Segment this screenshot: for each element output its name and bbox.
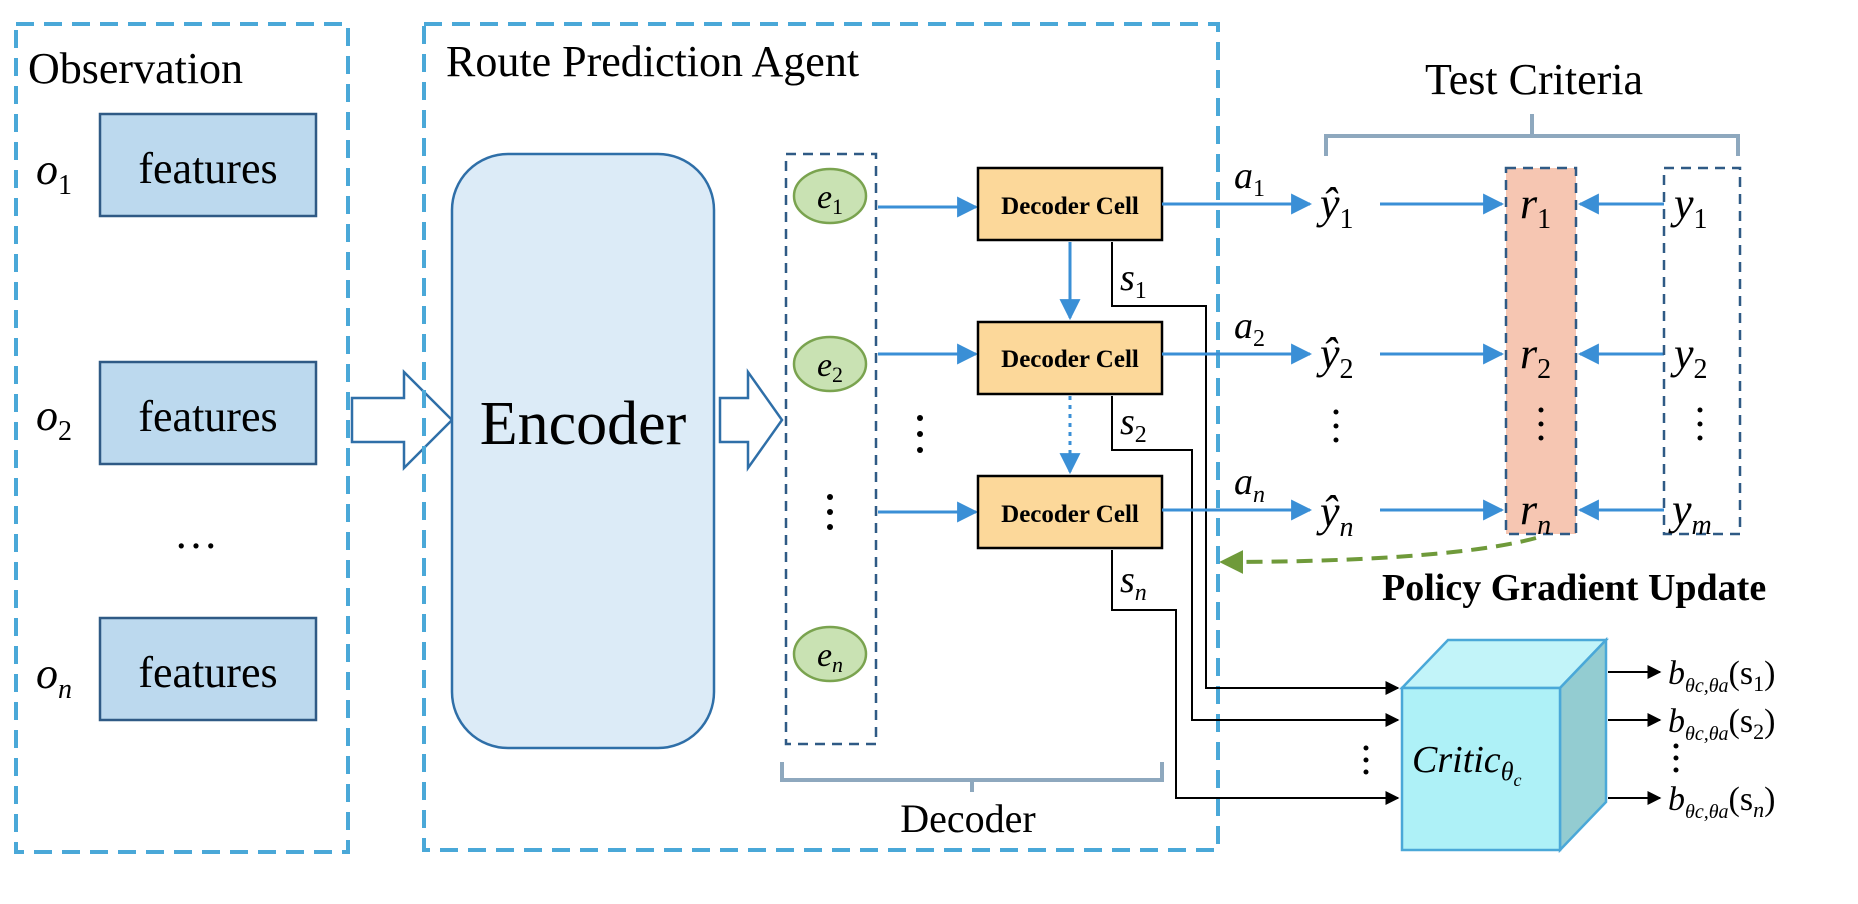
decoder-cell-label-2: Decoder Cell (1001, 346, 1139, 373)
state-line-2 (1111, 396, 1400, 727)
feature-box-1 (98, 112, 318, 218)
state-label-n: sn (1120, 559, 1147, 606)
feature-box-n (98, 616, 318, 722)
embedding-label-1: e1 (817, 179, 843, 219)
observation-symbol-n: on (36, 649, 72, 705)
state-label-2: s2 (1120, 401, 1147, 448)
agent-title: Route Prediction Agent (446, 37, 859, 86)
decoder-cell-1 (976, 166, 1164, 242)
observation-symbol-1: o1 (36, 145, 72, 201)
embedding-label-2: e2 (817, 347, 843, 387)
test-criteria-bracket (1324, 114, 1740, 156)
label-y-1: y1 (1670, 179, 1708, 235)
decoder-cell-label-n: Decoder Cell (1001, 501, 1139, 528)
label-y-m: ym (1668, 485, 1712, 541)
state-line-n (1111, 550, 1400, 805)
embedding-vertical-dots (827, 494, 833, 530)
reward-label-2: r2 (1520, 329, 1551, 385)
state-label-1: s1 (1120, 257, 1147, 304)
observation-symbol-2: o2 (36, 391, 72, 447)
decoder-cell-2 (976, 320, 1164, 396)
feature-box-2 (98, 360, 318, 466)
prediction-vertical-dots (1333, 409, 1339, 443)
critic-input-dots (1363, 745, 1369, 775)
prediction-label-1: ŷ1 (1316, 179, 1354, 235)
observation-ellipsis: … (174, 509, 218, 558)
critic-label: Criticθc (1412, 739, 1521, 790)
agent-panel (422, 22, 1220, 852)
observation-title: Observation (28, 44, 243, 93)
embedding-node-2 (792, 335, 868, 393)
label-y-2: y2 (1670, 329, 1708, 385)
cells-vertical-dots (917, 415, 923, 453)
reward-label-n: rn (1520, 485, 1551, 541)
obs-to-encoder-arrow (350, 368, 454, 472)
critic-output-2: bθc,θa(s2) (1668, 703, 1775, 745)
policy-gradient-label: Policy Gradient Update (1382, 567, 1766, 609)
critic-output-1: bθc,θa(s1) (1668, 655, 1775, 697)
observation-panel (14, 22, 350, 854)
embedding-node-1 (792, 167, 868, 225)
labels-vertical-dots (1697, 407, 1703, 441)
feature-label-1: features (138, 144, 277, 193)
critic-output-dots (1673, 743, 1679, 773)
encoder-box (450, 152, 716, 750)
state-line-1 (1111, 242, 1400, 695)
encoder-label: Encoder (480, 390, 687, 458)
embedding-node-n (792, 625, 868, 683)
test-criteria-title: Test Criteria (1425, 55, 1643, 104)
encoder-to-embeddings-arrow (718, 368, 784, 472)
prediction-label-2: ŷ2 (1316, 329, 1354, 385)
decoder-cell-label-1: Decoder Cell (1001, 193, 1139, 220)
embedding-label-n: en (817, 637, 843, 677)
decoder-label: Decoder (900, 796, 1035, 841)
critic-output-n: bθc,θa(sn) (1668, 781, 1775, 823)
policy-gradient-arrow (1219, 536, 1537, 574)
reward-label-1: r1 (1520, 179, 1551, 235)
prediction-label-n: ŷn (1316, 487, 1354, 543)
feature-label-2: features (138, 392, 277, 441)
critic-cube (1399, 636, 1609, 854)
action-label-1: a1 (1234, 155, 1265, 202)
decoder-cell-n (976, 474, 1164, 550)
reward-vertical-dots (1538, 407, 1544, 441)
decoder-bracket (780, 762, 1164, 792)
feature-label-n: features (138, 648, 277, 697)
action-label-n: an (1234, 461, 1265, 508)
labels-column (1662, 166, 1742, 536)
reward-column (1504, 166, 1578, 536)
critic-front-face (1400, 686, 1562, 852)
action-label-2: a2 (1234, 305, 1265, 352)
